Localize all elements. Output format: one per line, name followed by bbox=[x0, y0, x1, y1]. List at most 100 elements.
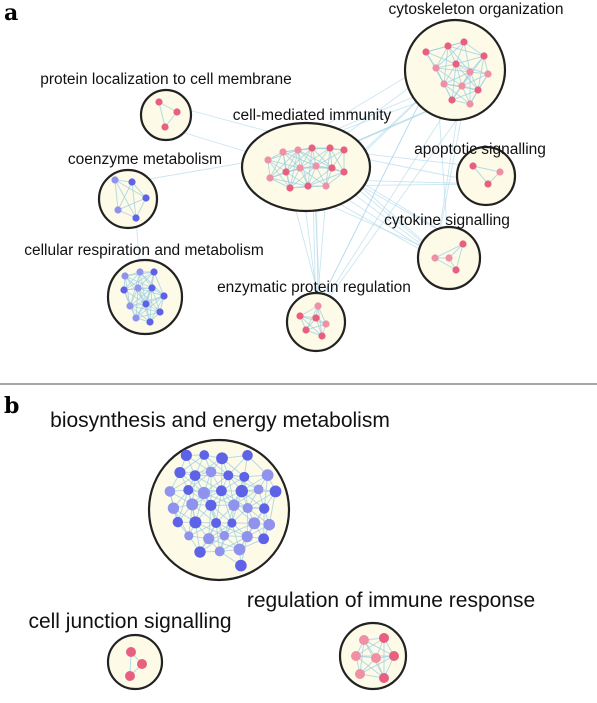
network-node bbox=[282, 168, 290, 176]
network-edge bbox=[289, 149, 299, 189]
network-node bbox=[480, 52, 488, 60]
network-edge bbox=[443, 83, 471, 105]
cluster-cytoskeleton bbox=[422, 38, 492, 108]
network-edge bbox=[443, 45, 449, 85]
network-edge bbox=[463, 41, 471, 73]
network-edge bbox=[135, 197, 147, 219]
cluster-cytokine bbox=[431, 240, 467, 274]
network-edge bbox=[455, 243, 464, 271]
network-node bbox=[184, 531, 194, 541]
label-enzymatic: enzymatic protein regulation bbox=[217, 279, 411, 296]
label-biosynthesis: biosynthesis and energy metabolism bbox=[50, 409, 390, 432]
network-node bbox=[261, 469, 274, 482]
network-node bbox=[125, 671, 135, 681]
network-node bbox=[172, 516, 184, 528]
network-node bbox=[132, 314, 140, 322]
network-node bbox=[296, 164, 304, 172]
network-edge bbox=[114, 179, 119, 211]
network-edge bbox=[289, 165, 317, 189]
network-node bbox=[466, 100, 474, 108]
network-node bbox=[219, 530, 230, 541]
network-node bbox=[161, 123, 169, 131]
network-node bbox=[474, 86, 482, 94]
network-edge bbox=[285, 171, 309, 187]
cluster-immune-regulation bbox=[351, 633, 399, 683]
cluster-biosynthesis bbox=[164, 449, 282, 572]
network-node bbox=[121, 272, 129, 280]
network-node bbox=[242, 450, 253, 461]
network-edge bbox=[114, 179, 147, 199]
network-node bbox=[286, 184, 294, 192]
network-node bbox=[340, 146, 348, 154]
network-edge bbox=[355, 655, 385, 679]
network-node bbox=[128, 178, 136, 186]
network-edge bbox=[215, 522, 248, 538]
network-edge bbox=[158, 101, 166, 128]
network-node bbox=[142, 194, 150, 202]
network-node bbox=[111, 176, 119, 184]
network-node bbox=[248, 517, 261, 530]
network-edge bbox=[443, 71, 471, 85]
network-edge bbox=[114, 179, 137, 219]
network-edge bbox=[149, 295, 165, 323]
network-edge bbox=[451, 89, 479, 101]
network-node bbox=[312, 314, 320, 322]
network-edge bbox=[269, 177, 291, 189]
network-node bbox=[326, 144, 334, 152]
network-node bbox=[431, 254, 439, 262]
network-node bbox=[264, 156, 272, 164]
network-node bbox=[203, 533, 215, 545]
network-node bbox=[235, 559, 247, 572]
network-edge bbox=[123, 271, 141, 291]
network-edge bbox=[297, 149, 317, 167]
network-node bbox=[199, 450, 210, 460]
network-node bbox=[328, 164, 336, 172]
label-cell-mediated-immunity: cell-mediated immunity bbox=[233, 107, 392, 124]
network-edge bbox=[297, 149, 333, 169]
network-edge bbox=[355, 637, 385, 657]
network-node bbox=[216, 452, 228, 465]
network-node bbox=[136, 268, 144, 276]
label-cell-junction: cell junction signalling bbox=[28, 610, 231, 633]
network-edge bbox=[455, 63, 489, 75]
network-node bbox=[351, 651, 361, 661]
network-node bbox=[294, 146, 302, 154]
network-node bbox=[452, 60, 460, 68]
network-node bbox=[114, 206, 122, 214]
panel-b: b biosynthesis and energy metabolism cel… bbox=[4, 393, 535, 691]
network-node bbox=[180, 449, 192, 461]
network-node bbox=[186, 498, 199, 511]
cluster-circle-coenzyme bbox=[97, 168, 159, 230]
network-node bbox=[197, 486, 211, 500]
network-edge bbox=[359, 655, 395, 675]
network-node bbox=[227, 518, 237, 528]
network-node bbox=[241, 531, 253, 543]
network-node bbox=[132, 214, 140, 222]
network-edge bbox=[215, 490, 222, 524]
network-node bbox=[155, 98, 163, 106]
cluster-enzymatic bbox=[296, 302, 330, 340]
cluster-nodes-a bbox=[111, 38, 504, 340]
network-node bbox=[189, 470, 201, 482]
network-edge bbox=[299, 315, 323, 337]
network-edge bbox=[435, 67, 471, 73]
network-node bbox=[359, 635, 369, 645]
network-node bbox=[269, 485, 282, 498]
network-node bbox=[235, 484, 248, 498]
network-node bbox=[266, 174, 274, 182]
network-edge bbox=[153, 271, 165, 297]
network-edge bbox=[135, 311, 161, 319]
network-edge bbox=[117, 197, 147, 211]
network-edge bbox=[129, 305, 151, 323]
network-edge bbox=[149, 287, 153, 323]
network-edge bbox=[299, 147, 313, 169]
network-node bbox=[279, 148, 287, 156]
network-node bbox=[156, 308, 164, 316]
network-node bbox=[173, 108, 181, 116]
network-node bbox=[496, 168, 504, 176]
network-edge bbox=[317, 305, 323, 337]
network-node bbox=[314, 302, 322, 310]
network-node bbox=[371, 653, 381, 663]
network-node bbox=[322, 182, 330, 190]
cluster-circle-cell-junction bbox=[106, 633, 164, 691]
